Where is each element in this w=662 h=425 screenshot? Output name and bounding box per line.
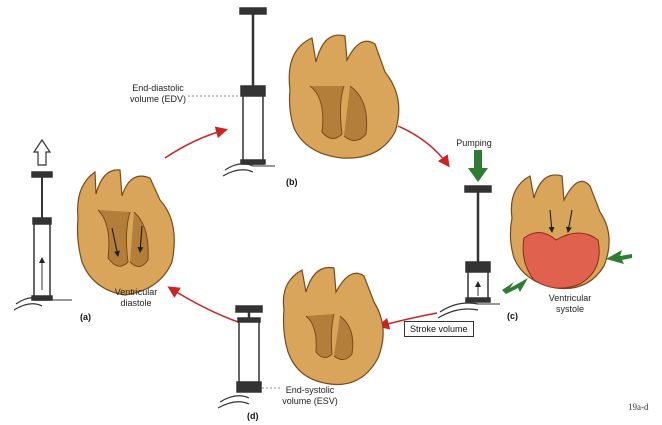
pumping-label: Pumping bbox=[446, 138, 502, 149]
outflow-arrow-icon bbox=[34, 140, 50, 165]
squeeze-arrow-right-icon bbox=[606, 250, 632, 264]
diastole-label-line1: Ventricular bbox=[106, 287, 166, 298]
syringe-b bbox=[188, 8, 275, 176]
squeeze-arrow-left-icon bbox=[502, 278, 528, 294]
syringe-c bbox=[438, 150, 500, 318]
cycle-arrow-d-to-a bbox=[170, 288, 238, 322]
cycle-arrow-a-to-b bbox=[165, 130, 225, 158]
ventricular-systole-label: Ventricular systole bbox=[535, 293, 605, 315]
heart-d-illustration bbox=[283, 268, 383, 385]
esv-label-line2: volume (ESV) bbox=[277, 396, 343, 407]
syringe-a bbox=[14, 140, 72, 310]
syringe-d bbox=[218, 306, 280, 408]
diastole-label-line2: diastole bbox=[106, 298, 166, 309]
panel-letter-c: (c) bbox=[507, 311, 518, 321]
cycle-arrow-b-to-c bbox=[398, 126, 448, 165]
esv-label-line1: End-systolic bbox=[277, 385, 343, 396]
pumping-arrow-icon bbox=[468, 150, 488, 182]
edv-label-line2: volume (EDV) bbox=[128, 94, 188, 105]
panel-letter-a: (a) bbox=[80, 312, 91, 322]
stroke-volume-box: Stroke volume bbox=[404, 321, 474, 337]
esv-label: End-systolic volume (ESV) bbox=[277, 385, 343, 407]
heart-c-illustration bbox=[502, 175, 632, 294]
systole-label-line2: systole bbox=[535, 304, 605, 315]
figure-id: 19a-d bbox=[628, 402, 649, 412]
edv-label: End-diastolic volume (EDV) bbox=[128, 83, 188, 105]
heart-a-illustration bbox=[78, 170, 175, 295]
systole-label-line1: Ventricular bbox=[535, 293, 605, 304]
ventricular-diastole-label: Ventricular diastole bbox=[106, 287, 166, 309]
edv-label-line1: End-diastolic bbox=[128, 83, 188, 94]
panel-letter-d: (d) bbox=[247, 411, 259, 421]
heart-b-illustration bbox=[289, 35, 399, 158]
panel-letter-b: (b) bbox=[286, 177, 298, 187]
